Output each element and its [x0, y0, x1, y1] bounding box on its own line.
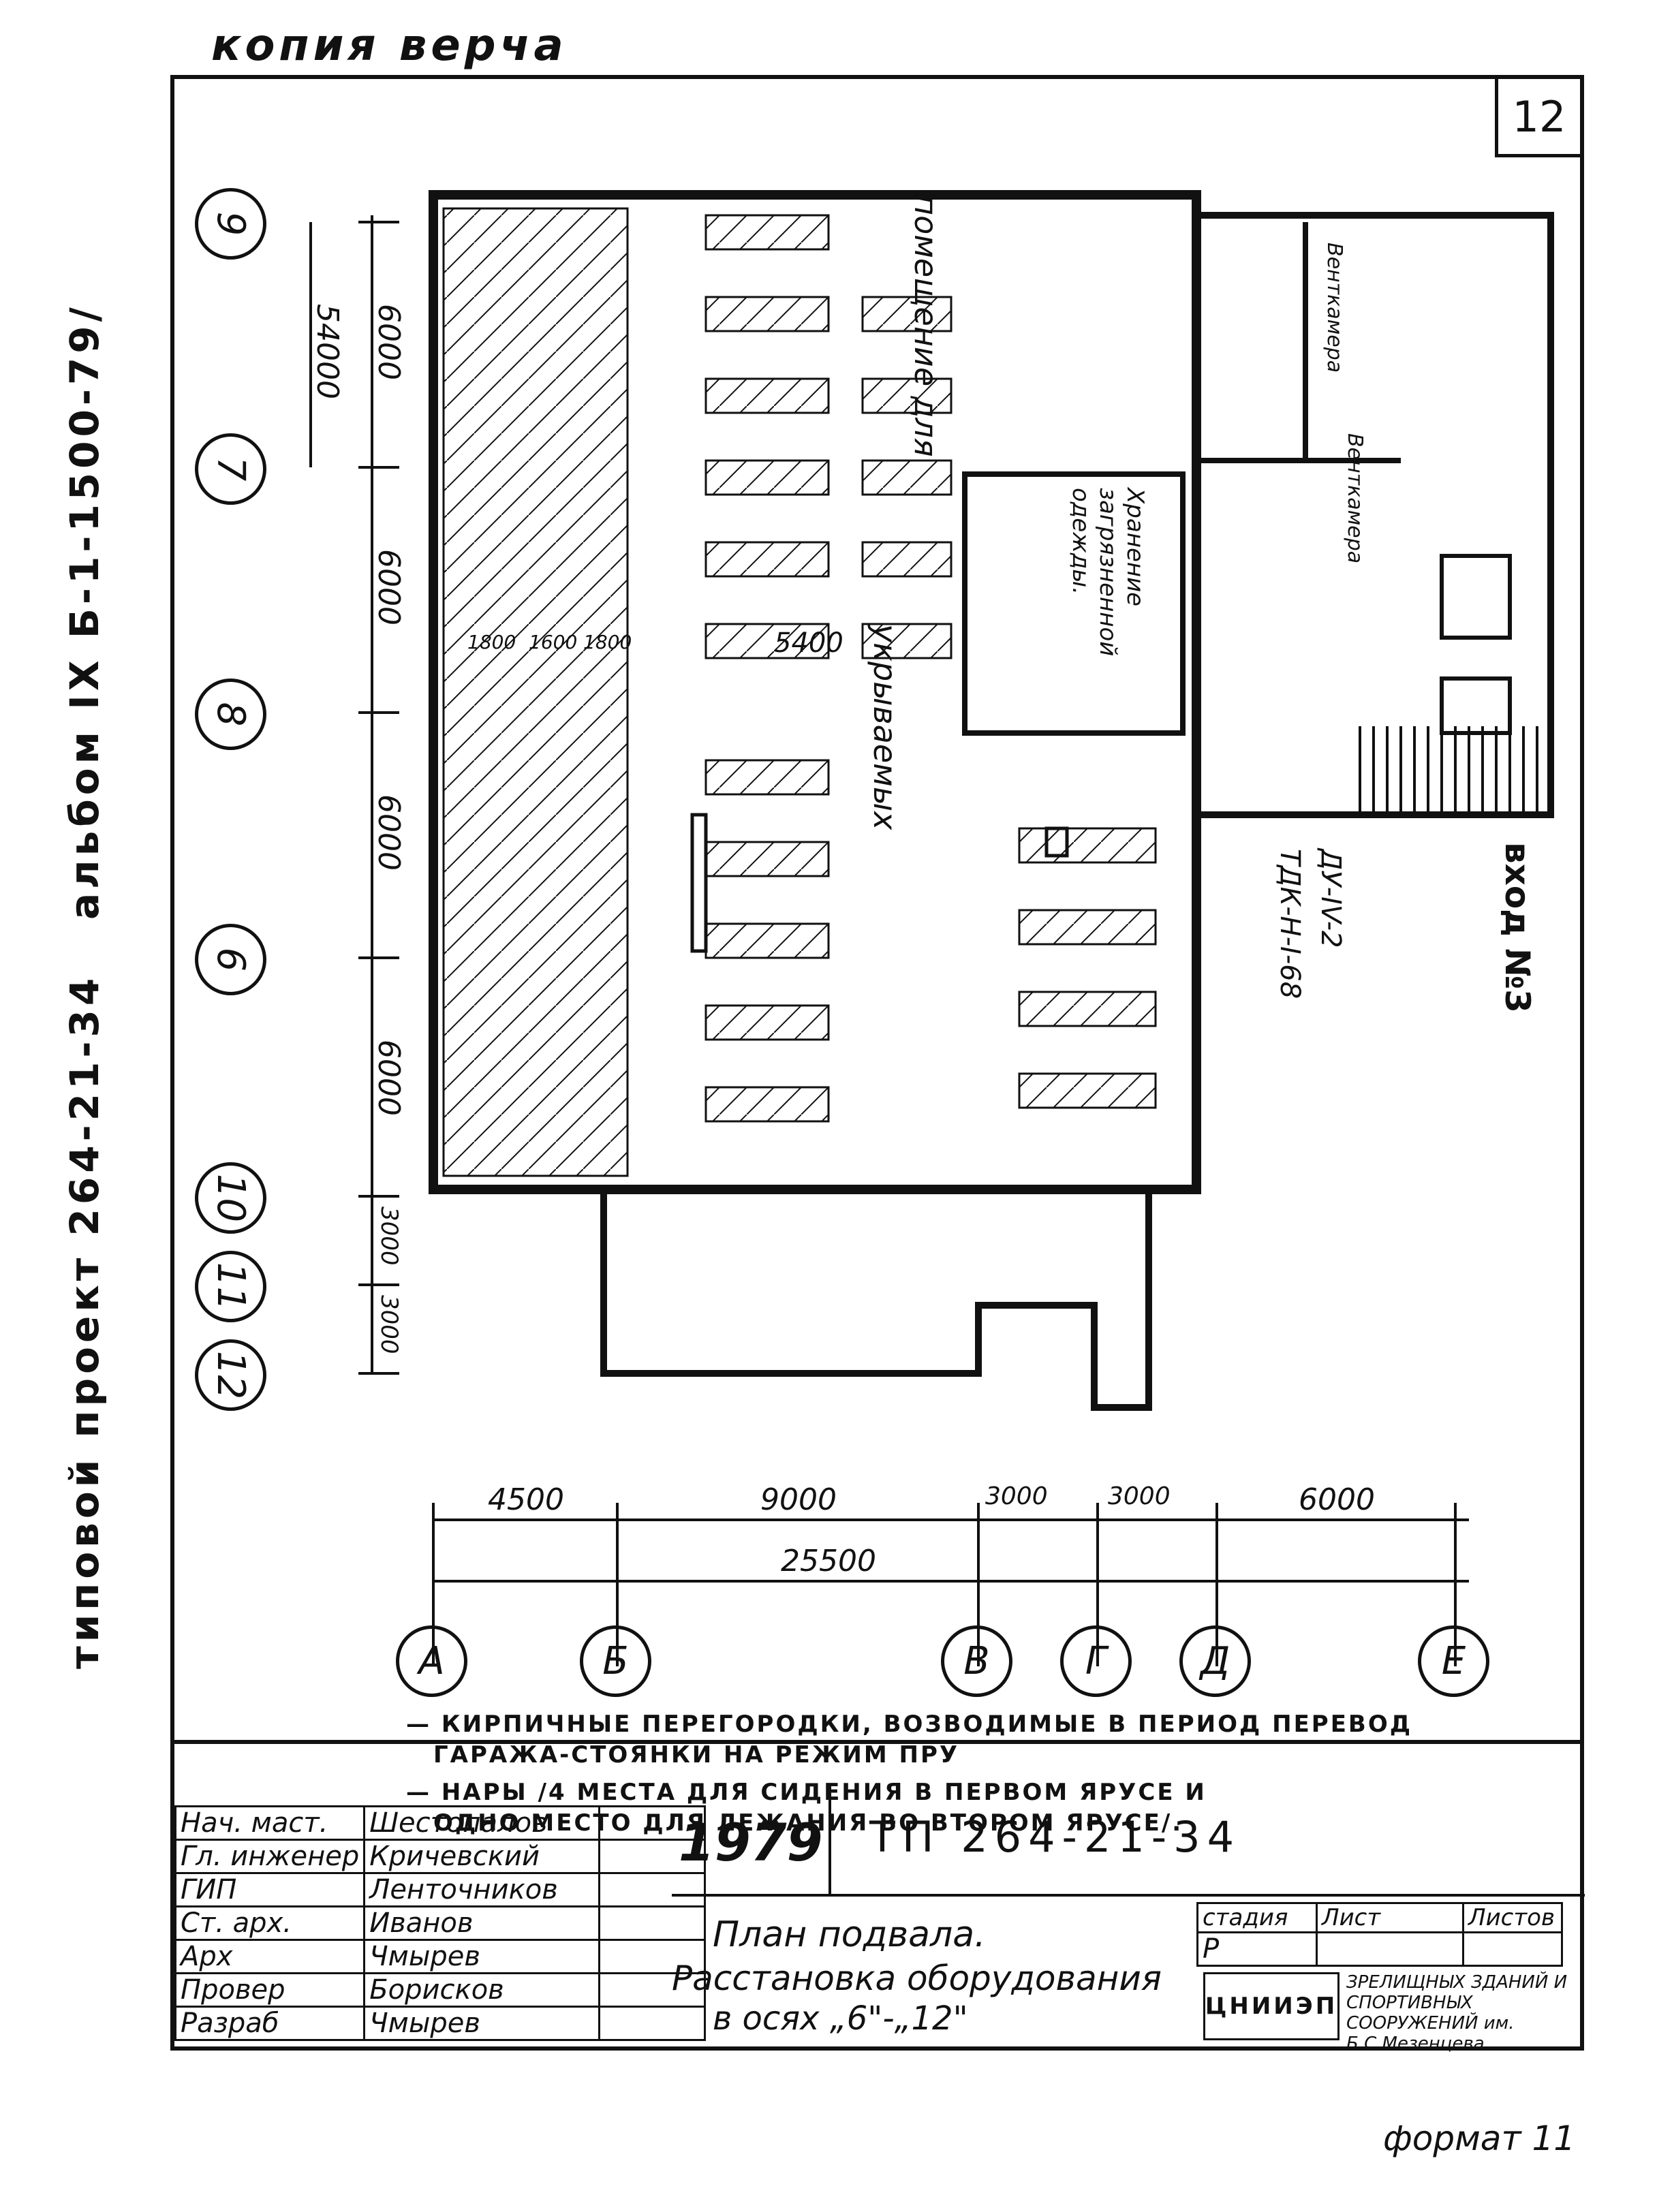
signature-cell	[598, 1839, 707, 1874]
year: 1979	[679, 1812, 823, 1873]
project-code: ТП 264-21-34	[869, 1812, 1241, 1862]
vertical-dim: 3000	[375, 1206, 403, 1266]
org-text: ЗРЕЛИЩНЫХ ЗДАНИЙ И СПОРТИВНЫХ СООРУЖЕНИЙ…	[1346, 1972, 1568, 2054]
stage-value: Р	[1196, 1931, 1318, 1967]
role-cell: ГИП	[174, 1872, 366, 1907]
name-cell: Борисков	[363, 1972, 601, 2008]
signature-cell	[598, 2006, 707, 2041]
signature-cell	[598, 1872, 707, 1907]
storage-label: Хранение загрязненной одежды.	[1067, 488, 1149, 657]
name-cell: Чмырев	[363, 2006, 601, 2041]
signature-cell	[598, 1805, 707, 1841]
inner-dim: 1800	[467, 631, 516, 653]
role-cell: Провер	[174, 1972, 366, 2008]
vertical-dim: 6000	[371, 1040, 406, 1116]
axis-marker: 11	[195, 1251, 266, 1322]
signature-cell	[598, 1905, 707, 1941]
inner-dim: 1800	[583, 631, 632, 653]
drawing-title-1: План подвала.	[713, 1914, 986, 1955]
sheet-value	[1316, 1931, 1464, 1967]
stage-header: стадия	[1196, 1902, 1318, 1933]
role-cell: Разраб	[174, 2006, 366, 2041]
sheet-number: 12	[1495, 79, 1580, 157]
name-cell: Ленточников	[363, 1872, 601, 1907]
vertical-total: 54000	[310, 304, 345, 399]
axis-marker: 10	[195, 1162, 266, 1234]
room-label-1: помещение для	[908, 195, 944, 457]
org-logo: ЦНИИЭП	[1203, 1972, 1339, 2040]
drawing-title-3: в осях „6"-„12"	[713, 1999, 968, 2038]
vertical-dim: 6000	[371, 304, 406, 380]
name-cell: Шестопалов	[363, 1805, 601, 1841]
divider	[672, 1894, 1585, 1897]
entrance-label: вход №3	[1498, 842, 1537, 1013]
drawing-sheet: 12	[170, 75, 1585, 2054]
signature-cell	[598, 1972, 707, 2008]
horizontal-dim: 9000	[760, 1482, 837, 1517]
top-note: копия верча	[211, 20, 568, 71]
vertical-dim: 3000	[375, 1295, 403, 1354]
axis-marker: 7	[195, 433, 266, 505]
divider	[828, 1785, 831, 1894]
axis-marker: А	[396, 1625, 467, 1697]
inner-dim: 5400	[774, 627, 843, 659]
axis-marker: 9	[195, 188, 266, 260]
name-cell: Кричевский	[363, 1839, 601, 1874]
horizontal-dim: 4500	[488, 1482, 564, 1517]
axis-marker: 12	[195, 1339, 266, 1411]
vertical-dim: 6000	[371, 794, 406, 871]
album-label: альбом IX Б-1-1500-79/	[61, 303, 108, 920]
role-cell: Нач. маст.	[174, 1805, 366, 1841]
role-cell: Арх	[174, 1939, 366, 1974]
project-label: типовой проект 264-21-34	[61, 973, 108, 1669]
sheets-header: Листов	[1462, 1902, 1563, 1933]
role-cell: Гл. инженер	[174, 1839, 366, 1874]
sheets-value	[1462, 1931, 1563, 1967]
horizontal-dim: 3000	[985, 1482, 1048, 1510]
drawing-title-2: Расстановка оборудования	[672, 1959, 1162, 1998]
name-cell: Чмырев	[363, 1939, 601, 1974]
sheet-header: Лист	[1316, 1902, 1464, 1933]
horizontal-dim: 3000	[1108, 1482, 1171, 1510]
axis-marker: Б	[580, 1625, 651, 1697]
vertical-dim: 6000	[371, 549, 406, 625]
axis-marker: В	[941, 1625, 1012, 1697]
name-cell: Иванов	[363, 1905, 601, 1941]
axis-marker: Д	[1179, 1625, 1251, 1697]
inner-dim: 1600	[529, 631, 578, 653]
vent-label-2: Венткамера	[1343, 433, 1367, 564]
horizontal-dim: 6000	[1299, 1482, 1375, 1517]
axis-marker: Е	[1418, 1625, 1489, 1697]
legend-line: ГАРАЖА-СТОЯНКИ НА РЕЖИМ ПРУ	[433, 1741, 960, 1769]
legend-line: — НАРЫ /4 МЕСТА ДЛЯ СИДЕНИЯ В ПЕРВОМ ЯРУ…	[406, 1779, 1207, 1806]
room-label-2: укрываемых	[867, 624, 903, 830]
device-label-2: ТДК-Н-I-68	[1274, 849, 1305, 999]
legend-line: — КИРПИЧНЫЕ ПЕРЕГОРОДКИ, ВОЗВОДИМЫЕ В ПЕ…	[406, 1711, 1413, 1738]
axis-marker: 8	[195, 679, 266, 750]
signature-cell	[598, 1939, 707, 1974]
format-label: формат 11	[1383, 2119, 1576, 2158]
axis-marker: Г	[1060, 1625, 1132, 1697]
role-cell: Ст. арх.	[174, 1905, 366, 1941]
horizontal-total: 25500	[781, 1544, 876, 1578]
axis-marker: 6	[195, 924, 266, 995]
device-label-1: ДУ-IV-2	[1315, 849, 1346, 948]
vent-label-1: Венткамера	[1322, 243, 1346, 373]
